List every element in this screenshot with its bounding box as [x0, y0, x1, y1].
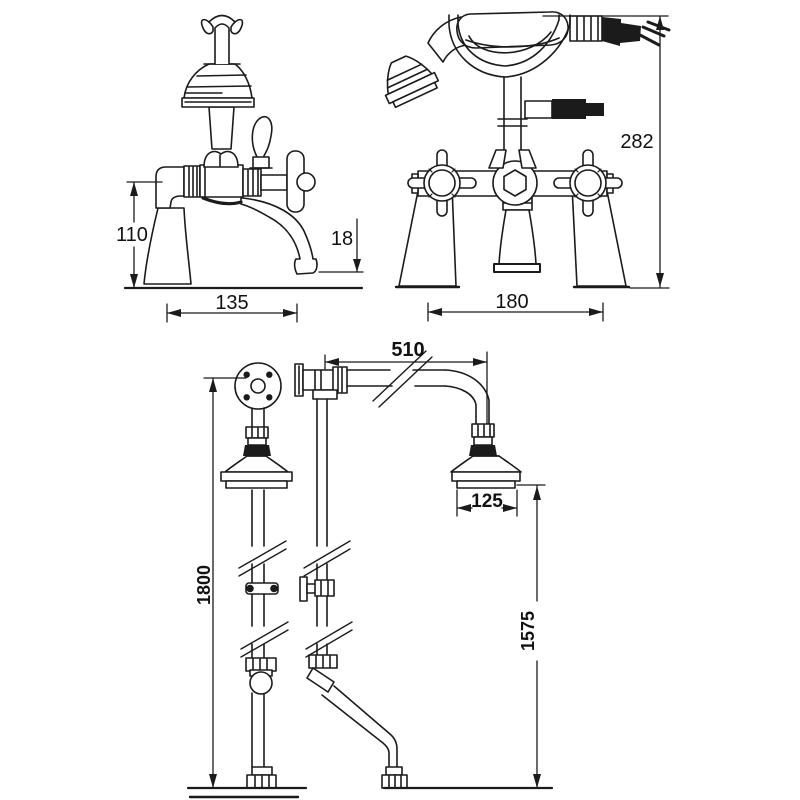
handset-grip-front	[456, 11, 569, 49]
valve-body-side	[199, 164, 244, 198]
riser-left-column	[220, 362, 293, 789]
pipe-bracket	[245, 582, 279, 595]
tap-leg-side	[143, 207, 192, 285]
dimension-135	[166, 303, 298, 323]
pipe-break-mark	[238, 540, 287, 577]
pipe-break-mark	[303, 540, 351, 577]
bath-spout	[240, 197, 318, 275]
arm-break-mark	[372, 350, 433, 408]
handset-cradle	[448, 14, 571, 78]
dimension-18	[318, 218, 364, 273]
dimension-1800	[203, 377, 247, 789]
head-diameter-label: 125	[471, 491, 503, 512]
tap-leg-right	[571, 185, 627, 287]
handset-grip-side	[214, 23, 230, 65]
riser-height-label: 1800	[194, 565, 214, 605]
cross-handle-left	[407, 149, 477, 217]
fixed-shower-head-left	[224, 455, 289, 473]
hole-centres-label: 180	[495, 291, 528, 313]
hose-outlet	[524, 100, 553, 119]
spout-clearance-label: 18	[331, 228, 353, 250]
centre-cone	[498, 209, 537, 265]
elbow-collar	[306, 667, 335, 693]
arm-projection-label: 510	[391, 339, 424, 361]
pipe-break-mark	[305, 621, 353, 658]
handset-neck	[208, 106, 235, 150]
front-height-label: 282	[620, 131, 653, 153]
dimension-180	[427, 302, 604, 322]
dimension-110	[126, 181, 163, 289]
handset-head-front	[384, 55, 440, 109]
dimension-510	[324, 354, 488, 370]
riser-supply-column	[294, 350, 522, 789]
ball-joint	[249, 671, 273, 695]
pipe-break-mark	[240, 621, 289, 658]
dimension-125	[456, 489, 518, 517]
mixer-side-view: 110 18 135	[116, 14, 364, 323]
dimension-282	[542, 15, 670, 289]
pipe-bracket	[299, 576, 308, 602]
lever-handle	[251, 115, 273, 159]
cross-handle-right	[553, 149, 623, 217]
side-height-label: 110	[116, 224, 148, 246]
hex-nut	[503, 169, 527, 197]
inlet-elbow	[155, 166, 185, 209]
supply-pipe	[333, 685, 398, 768]
dimension-1575	[516, 484, 546, 789]
shower-hose	[638, 20, 671, 47]
shower-arm	[346, 369, 446, 387]
fixed-shower-head-right	[450, 455, 522, 473]
supply-height-label: 1575	[518, 611, 538, 651]
hose-cone	[602, 17, 641, 46]
mixer-front-view: 282 180	[384, 11, 671, 322]
rigid-riser-view: 1800	[186, 339, 554, 799]
side-projection-label: 135	[215, 292, 248, 314]
